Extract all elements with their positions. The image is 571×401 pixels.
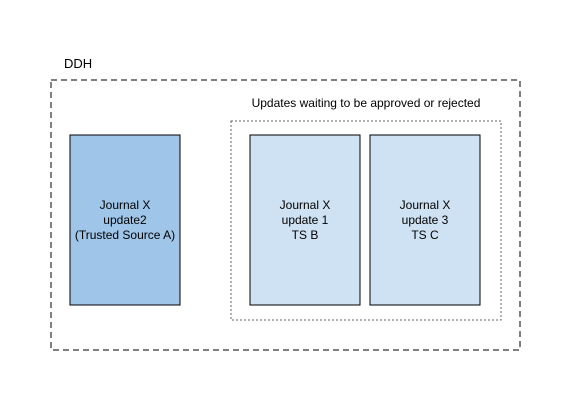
approved-update-line-1: Journal X [99, 197, 151, 212]
pending-update-1-line-1: Journal X [279, 197, 331, 212]
approved-update-line-3: (Trusted Source A) [74, 227, 176, 242]
pending-update-1-line-2: update 1 [281, 212, 329, 227]
pending-update-1-text: Journal X update 1 TS B [250, 135, 360, 305]
pending-group-label: Updates waiting to be approved or reject… [251, 96, 481, 110]
pending-update-3-line-1: Journal X [399, 197, 451, 212]
pending-update-3-line-3: TS C [411, 227, 439, 242]
ddh-container-label: DDH [64, 56, 93, 71]
approved-update-text: Journal X update2 (Trusted Source A) [70, 135, 180, 305]
pending-update-1-line-3: TS B [291, 227, 319, 242]
approved-update-line-2: update2 [103, 212, 147, 227]
pending-update-3-text: Journal X update 3 TS C [370, 135, 480, 305]
pending-update-3-line-2: update 3 [401, 212, 449, 227]
pending-update-3-box [369, 134, 481, 306]
ddh-container-border [50, 79, 521, 351]
approved-update-box [69, 134, 181, 306]
pending-update-1-box [249, 134, 361, 306]
pending-group-border [230, 120, 502, 321]
